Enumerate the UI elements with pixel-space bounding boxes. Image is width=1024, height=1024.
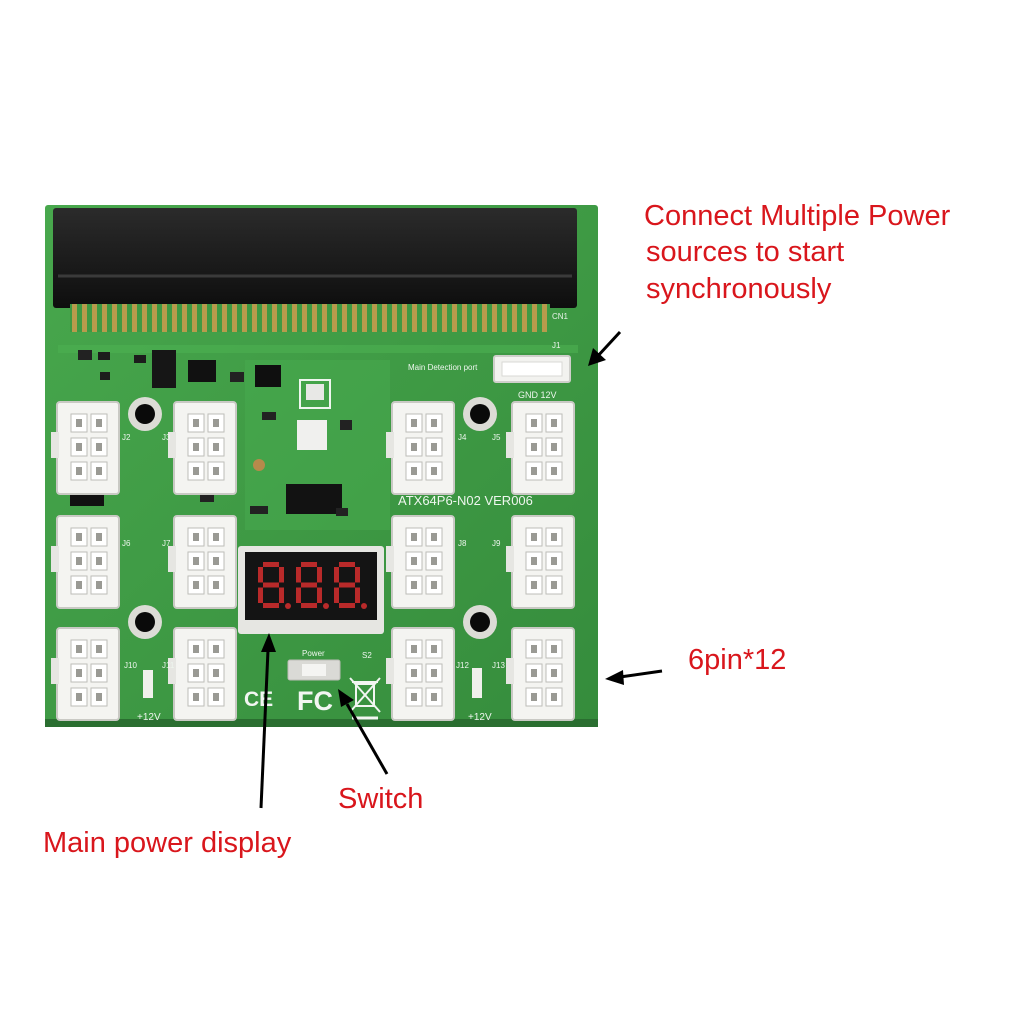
display-segment: [301, 603, 317, 608]
connector-ref: J6: [122, 539, 131, 548]
arrow-switch: [345, 703, 389, 775]
connector-ref: J5: [492, 433, 501, 442]
power-switch-label: Power: [302, 649, 325, 658]
arrow-switch-head: [338, 689, 354, 707]
seven-segment-display: [258, 562, 367, 609]
display-segment: [258, 587, 263, 603]
callout-sync-line2: sources to start: [646, 236, 845, 268]
display-segment: [279, 587, 284, 603]
port-ref: J1: [552, 341, 561, 350]
fc-mark: FC: [297, 686, 333, 716]
arrow-display: [259, 649, 270, 809]
six-pin-connector: [506, 627, 575, 721]
display-segment: [263, 562, 279, 567]
pci-slot: [53, 208, 577, 308]
six-pin-connector: [51, 515, 120, 609]
display-segment: [296, 567, 301, 583]
six-pin-connector: [386, 515, 455, 609]
switch-ref: S2: [362, 651, 372, 660]
display-segment: [334, 567, 339, 583]
arrow-detection-port-head: [588, 348, 606, 366]
arrow-display-head: [261, 633, 276, 652]
display-segment: [263, 582, 279, 588]
display-decimal-point: [323, 603, 329, 609]
six-pin-connector: [51, 627, 120, 721]
six-pin-connectors: [51, 401, 575, 721]
display-segment: [263, 603, 279, 608]
six-pin-connector: [506, 515, 575, 609]
display-segment: [355, 567, 360, 583]
arrow-detection-port: [594, 330, 622, 360]
connector-ref: J8: [458, 539, 467, 548]
connector-ref: J12: [456, 661, 469, 670]
six-pin-connector: [168, 515, 237, 609]
display-segment: [296, 587, 301, 603]
connector-ref: J10: [124, 661, 137, 670]
six-pin-connector: [386, 627, 455, 721]
rail-led-left: [143, 670, 153, 698]
display-decimal-point: [285, 603, 291, 609]
display-segment: [301, 562, 317, 567]
display-segment: [339, 562, 355, 567]
connector-ref: J7: [162, 539, 171, 548]
power-switch-button: [302, 664, 326, 676]
callout-pins: 6pin*12: [688, 644, 787, 676]
display-segment: [317, 567, 322, 583]
detection-port-label: Main Detection port: [408, 363, 478, 372]
slot-gold-pins: [70, 304, 550, 332]
mounting-holes: [128, 397, 497, 639]
connector-ref: J2: [122, 433, 131, 442]
connector-ref: J11: [162, 661, 175, 670]
arrow-six-pin-head: [605, 670, 624, 685]
board-model-label: ATX64P6-N02 VER006: [398, 493, 533, 508]
connector-ref: J3: [162, 433, 171, 442]
connector-ref: J13: [492, 661, 505, 670]
detection-port-inner: [501, 361, 563, 377]
display-segment: [301, 582, 317, 588]
display-segment: [334, 587, 339, 603]
display-segment: [355, 587, 360, 603]
display-segment: [258, 567, 263, 583]
callout-switch: Switch: [338, 783, 424, 815]
rail-label-left: +12V: [137, 712, 161, 723]
copper-pour: [58, 345, 578, 353]
display-segment: [339, 603, 355, 608]
six-pin-connector: [51, 401, 120, 495]
ce-mark: CE: [244, 688, 273, 711]
callout-sync-line1: Connect Multiple Power: [644, 200, 951, 232]
port-pin-label: GND 12V: [518, 390, 557, 400]
display-segment: [339, 582, 355, 588]
display-segment: [279, 567, 284, 583]
connector-ref: J4: [458, 433, 467, 442]
six-pin-connector: [168, 401, 237, 495]
display-decimal-point: [361, 603, 367, 609]
smd-components: [70, 350, 352, 516]
six-pin-connector: [386, 401, 455, 495]
callout-arrows: [259, 330, 663, 809]
rail-led-right: [472, 668, 482, 698]
callout-display: Main power display: [43, 827, 292, 859]
six-pin-connector: [506, 401, 575, 495]
slot-label: CN1: [552, 312, 569, 321]
connector-ref-labels: J2 J3 J4 J5 J6 J7 J8 J9 J10 J11 J12 J13: [122, 433, 505, 670]
rail-label-right: +12V: [468, 712, 492, 723]
display-segment: [317, 587, 322, 603]
callout-sync-line3: synchronously: [646, 273, 832, 305]
connector-ref: J9: [492, 539, 501, 548]
pcb-edge-shadow: [45, 719, 598, 727]
six-pin-connector: [168, 627, 237, 721]
arrow-six-pin: [619, 669, 663, 679]
